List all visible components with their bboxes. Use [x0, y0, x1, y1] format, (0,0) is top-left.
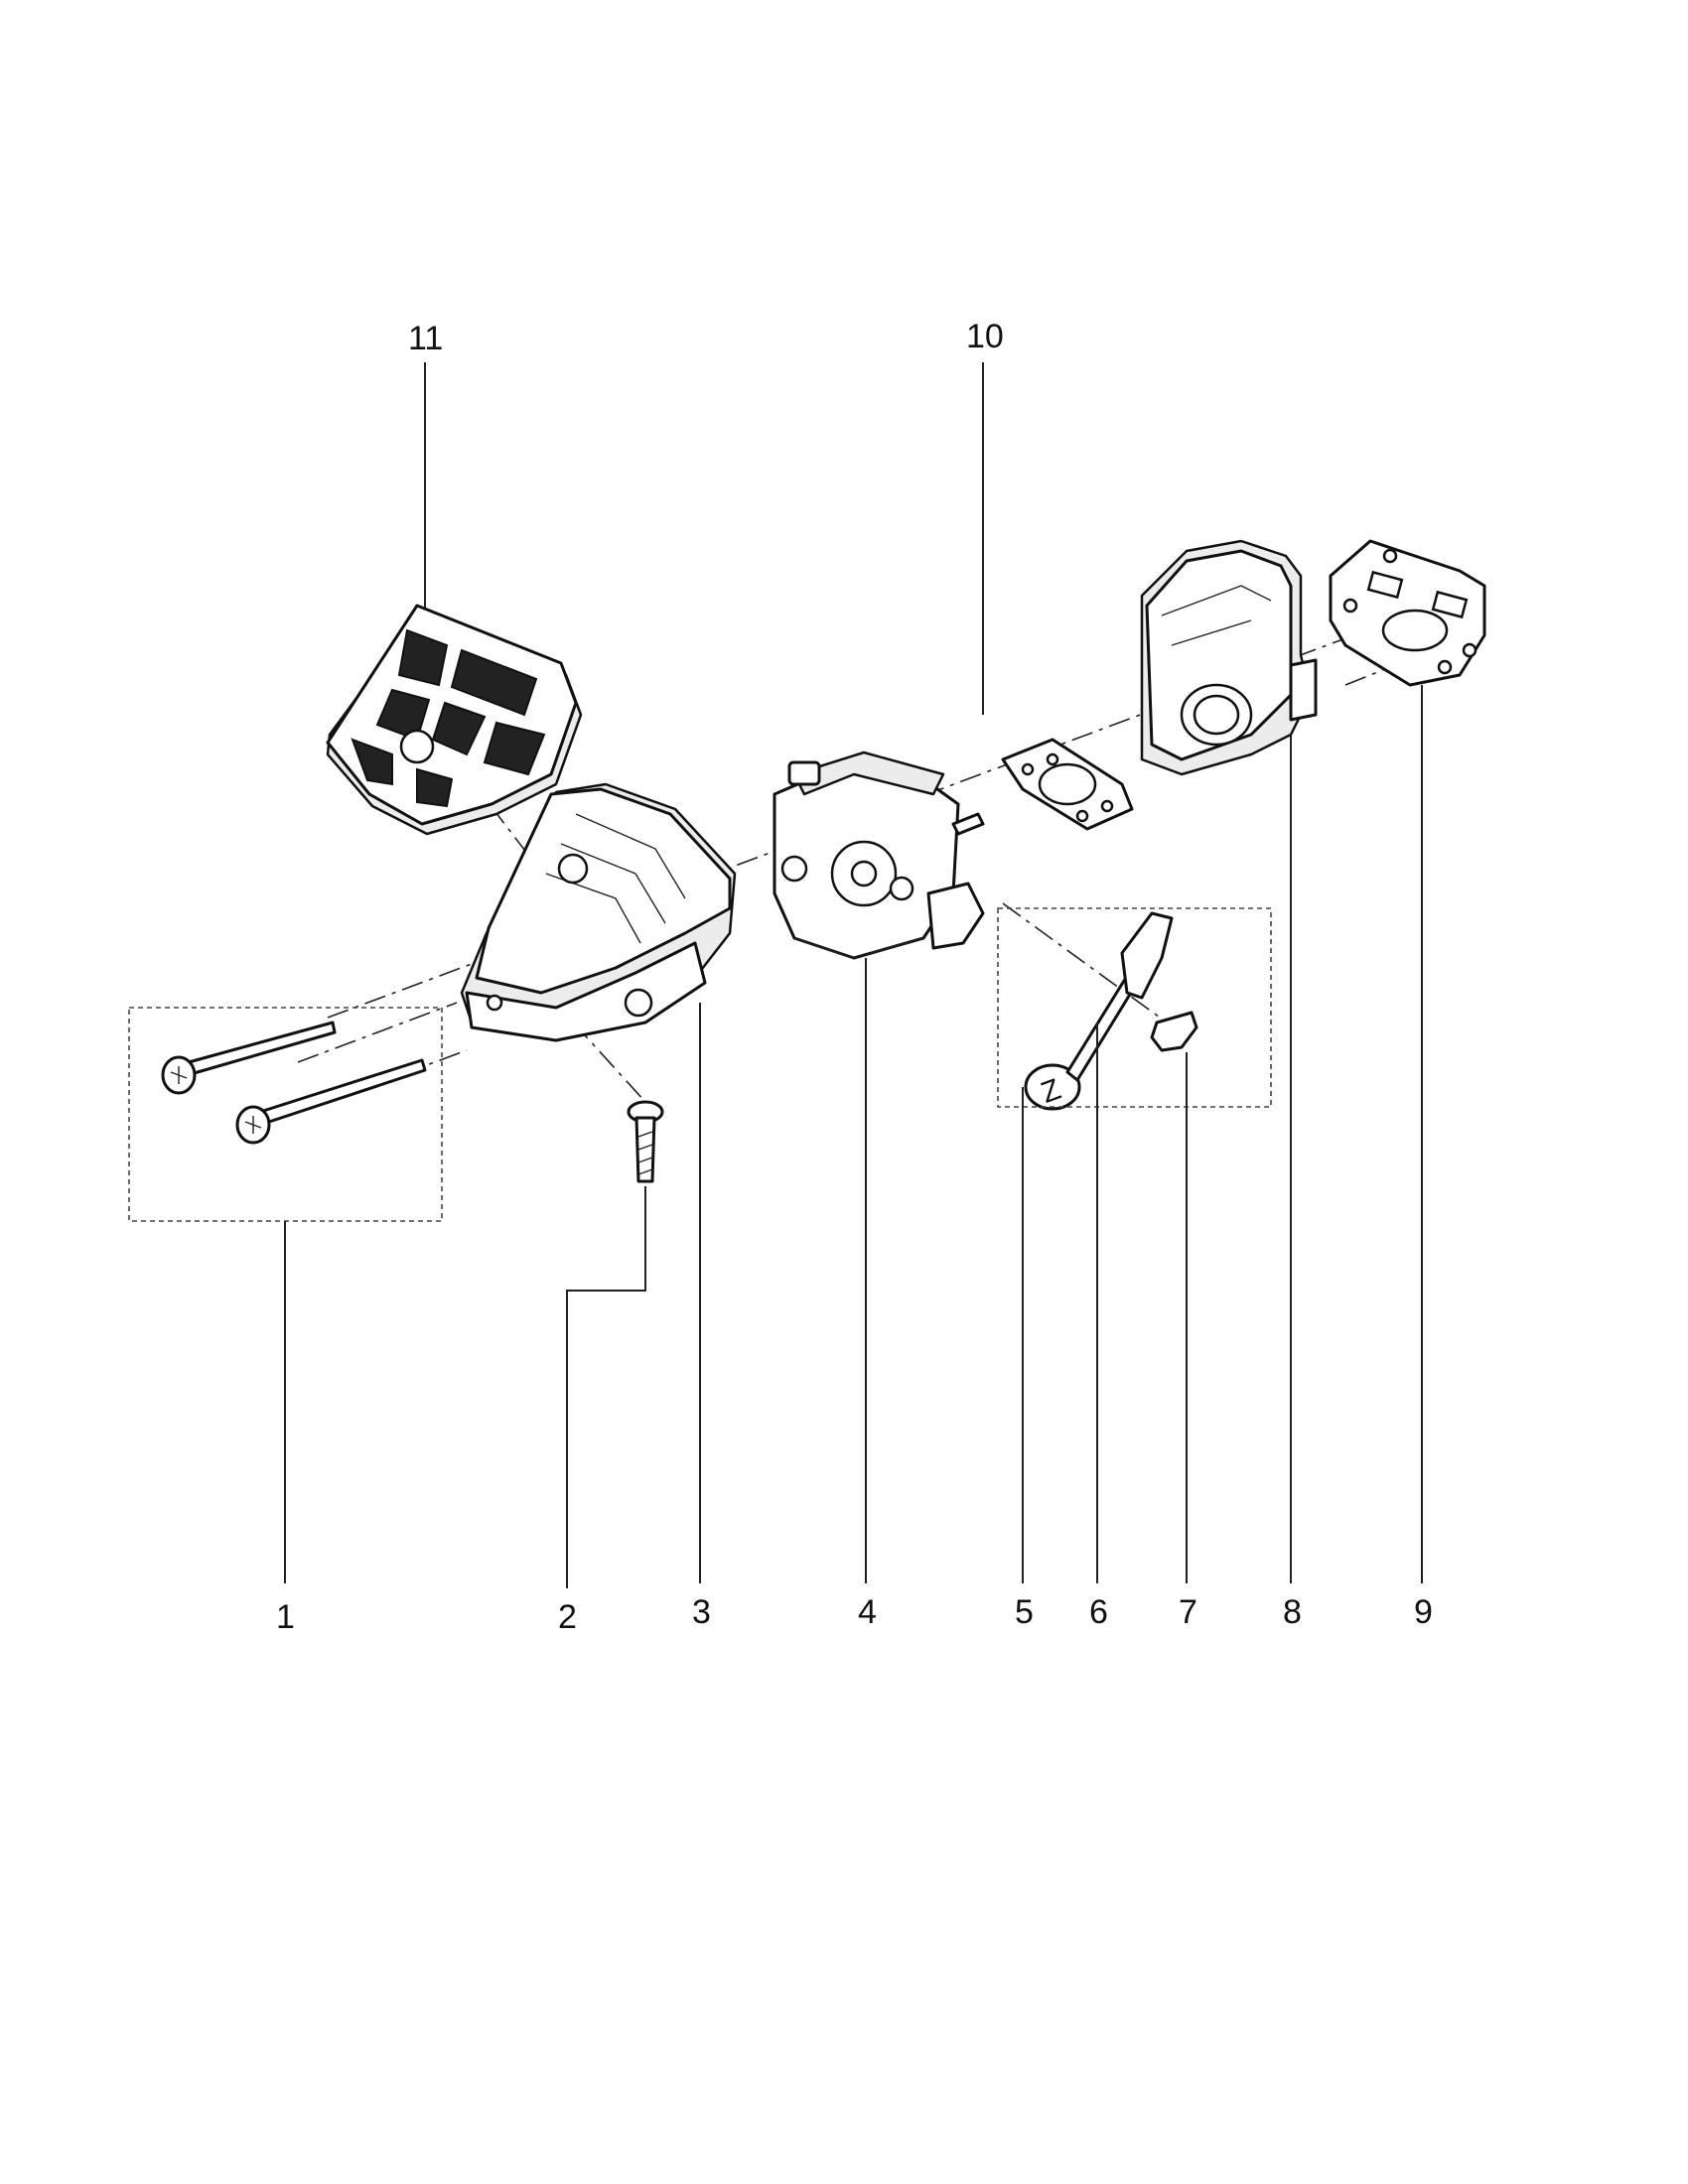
- part-long-screws: [161, 1021, 427, 1145]
- callout-1: 1: [276, 1598, 295, 1636]
- leader-lines: [284, 362, 1423, 1588]
- part-filter-housing: [460, 782, 737, 1042]
- part-gasket-small: [1001, 738, 1134, 831]
- callout-11: 11: [408, 320, 443, 357]
- callout-labels: 1 2 3 4 5 6 7 8 9 10 11: [276, 318, 1433, 1636]
- group-box-primer: [997, 907, 1272, 1108]
- callout-9: 9: [1414, 1593, 1433, 1631]
- callout-3: 3: [692, 1593, 711, 1631]
- callout-6: 6: [1089, 1593, 1108, 1631]
- callout-8: 8: [1283, 1593, 1302, 1631]
- callout-4: 4: [858, 1593, 877, 1631]
- part-primer-kit: Z: [1024, 911, 1198, 1111]
- part-gasket-large: [1329, 539, 1486, 687]
- part-carburetor: [773, 751, 985, 960]
- callout-10: 10: [966, 318, 1004, 355]
- callout-2: 2: [558, 1598, 577, 1636]
- part-short-screw: [627, 1100, 664, 1183]
- part-air-filter: [326, 604, 583, 836]
- part-intake-manifold: [1140, 539, 1318, 776]
- callout-7: 7: [1179, 1593, 1197, 1631]
- callout-5: 5: [1015, 1593, 1034, 1631]
